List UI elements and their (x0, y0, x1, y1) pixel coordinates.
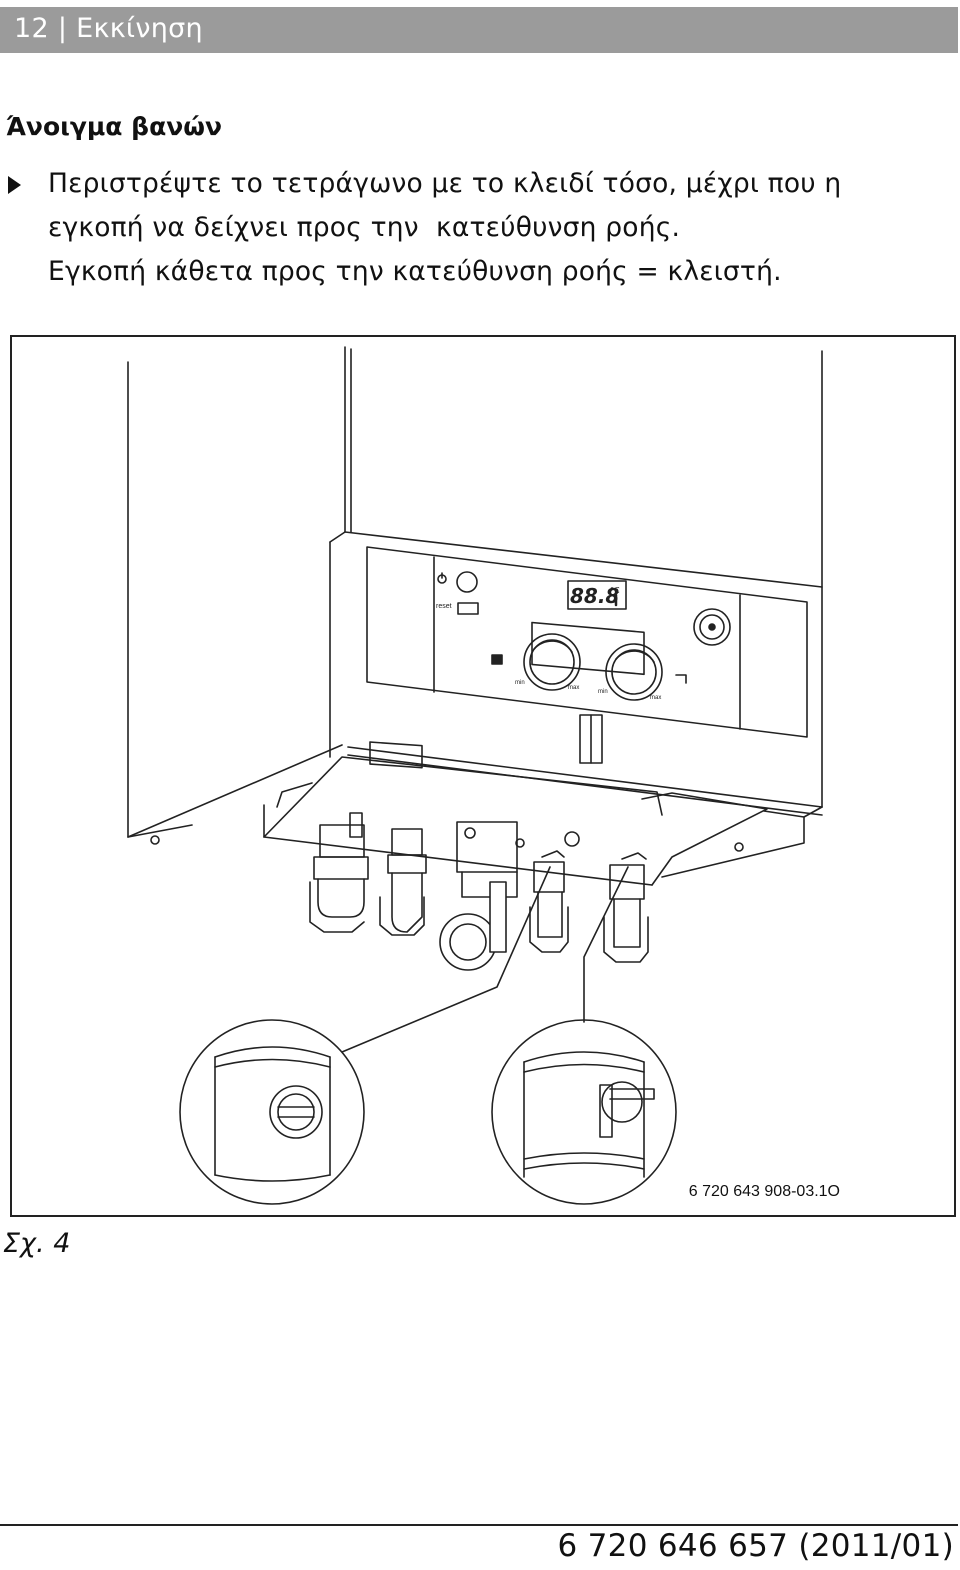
display-panel: 88.8 °C (567, 580, 627, 610)
radiator-icon (491, 654, 503, 665)
detail-circle-open (179, 1019, 365, 1205)
display-unit: °C (610, 586, 620, 595)
figure-caption: Σχ. 4 (3, 1228, 71, 1259)
boiler-illustration: reset 88.8 °C min max min max (127, 346, 823, 1205)
connection-bracket (150, 756, 823, 886)
detail-circle-closed (491, 1019, 677, 1205)
reset-button (457, 602, 479, 615)
water-knob-max: max (650, 695, 661, 701)
valve-main (439, 821, 518, 971)
heating-knob (523, 633, 581, 691)
figure-code: 6 720 643 908-03.1O (688, 1183, 840, 1200)
valve-heating-return (603, 852, 649, 963)
display-text: 88.8 (570, 584, 619, 608)
instruction-line-3: Εγκοπή κάθετα προς την κατεύθυνση ροής =… (48, 256, 782, 287)
valve-heating-flow (309, 812, 369, 933)
reset-label: reset (436, 603, 452, 610)
instruction-line-1: Περιστρέψτε το τετράγωνο με το κλειδί τό… (48, 168, 842, 199)
leader-line-left (341, 866, 551, 1053)
bullet-arrow-icon (8, 176, 21, 194)
heating-knob-min: min (515, 680, 525, 686)
pressure-gauge (693, 608, 731, 646)
leader-line-right (583, 866, 629, 1023)
page-header-text: 12 | Εκκίνηση (14, 13, 203, 44)
instruction-line-2: εγκοπή να δείχνει προς την κατεύθυνση ρο… (48, 212, 681, 243)
valve-gas-inlet (379, 828, 427, 936)
section-title: Άνοιγμα βανών (6, 112, 223, 141)
boiler-casing (127, 346, 823, 838)
page-header-bar: 12 | Εκκίνηση (0, 7, 958, 53)
water-knob-min: min (598, 689, 608, 695)
valve-cold-water (529, 850, 569, 953)
heating-knob-max: max (568, 685, 579, 691)
hot-water-knob (605, 643, 663, 701)
figure-frame: reset 88.8 °C min max min max (10, 335, 956, 1217)
tap-icon (675, 674, 687, 684)
power-button-icon (437, 571, 478, 593)
footer-rule (0, 1524, 958, 1526)
footer-doc-number: 6 720 646 657 (2011/01) (557, 1528, 954, 1564)
instruction-text: Περιστρέψτε το τετράγωνο με το κλειδί τό… (48, 162, 928, 294)
